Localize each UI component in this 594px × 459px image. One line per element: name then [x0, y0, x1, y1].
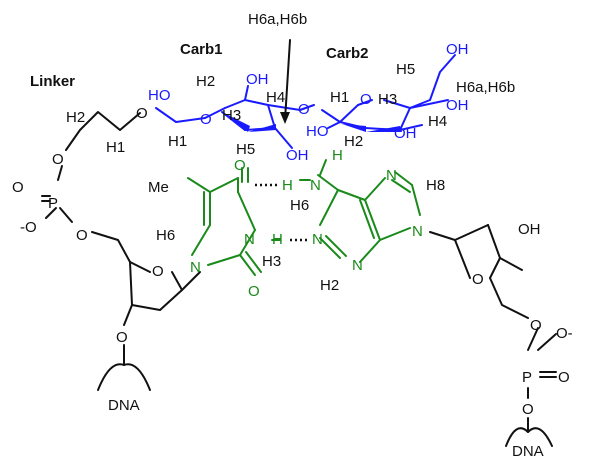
adenine-h8: H8 [426, 177, 445, 194]
phosphate-o-minus: -O [20, 219, 37, 236]
carb2-oh-bottom: OH [394, 125, 417, 142]
phosphate-right-o-ester: O [522, 401, 534, 418]
sugar-right-o5: O [530, 317, 542, 334]
carb2-ho-left: HO [306, 123, 329, 140]
carb1-ho: HO [148, 87, 171, 104]
thymine-o-top: O [234, 157, 246, 174]
h6-top-label: H6a,H6b [248, 11, 307, 28]
carb1-oh-top: OH [246, 71, 269, 88]
phosphate-o-ester: O [76, 227, 88, 244]
carb1-h2: H2 [196, 73, 215, 90]
carb1-h5: H5 [236, 141, 255, 158]
adenine-h2: H2 [320, 277, 339, 294]
dna-right: DNA [512, 443, 544, 459]
carb2-h3: H3 [378, 91, 397, 108]
linker-h2: H2 [66, 109, 85, 126]
carbohydrate-bonds [155, 54, 456, 149]
carb2-h1: H1 [330, 89, 349, 106]
thymine-me: Me [148, 179, 169, 196]
adenine-n1: N [312, 231, 323, 248]
carb2-oh-right: OH [446, 97, 469, 114]
carb1-label: Carb1 [180, 41, 223, 58]
h6-arrow [284, 39, 291, 121]
linker-o: O [136, 105, 148, 122]
thymine-n1: N [190, 259, 201, 276]
phosphate-p: P [48, 195, 58, 212]
glycosidic-o: O [298, 101, 310, 118]
thymine-n3: N [244, 231, 255, 248]
backbone-bonds [41, 111, 557, 447]
sugar-left-o: O [152, 263, 164, 280]
adenine-n3: N [352, 257, 363, 274]
base-pair-bonds [187, 159, 421, 276]
thymine-h3: H3 [262, 253, 281, 270]
carb1-h1: H1 [168, 133, 187, 150]
labels: Linker Carb1 Carb2 H6a,H6b H6a,H6b H2 H1… [12, 11, 573, 459]
dna-left: DNA [108, 397, 140, 414]
carb1-h4: H4 [266, 89, 285, 106]
sugar-right-oh: OH [518, 221, 541, 238]
sugar-right-o: O [472, 271, 484, 288]
adenine-n7: N [386, 167, 397, 184]
sugar-left-o3: O [116, 329, 128, 346]
adenine-h-bond: H [282, 177, 293, 194]
linker-label: Linker [30, 73, 75, 90]
carb1-o-ring: O [200, 111, 212, 128]
carb2-h2: H2 [344, 133, 363, 150]
carb2-o-ring: O [360, 91, 372, 108]
h6-right-label: H6a,H6b [456, 79, 515, 96]
carb2-h4: H4 [428, 113, 447, 130]
adenine-n9: N [412, 223, 423, 240]
thymine-h6: H6 [156, 227, 175, 244]
carb1-oh-bottom: OH [286, 147, 309, 164]
phosphate-o-double: O [12, 179, 24, 196]
adenine-n-amine: N [310, 177, 321, 194]
adenine-h6: H6 [290, 197, 309, 214]
carb2-h5: H5 [396, 61, 415, 78]
phosphate-right-o-minus: O- [556, 325, 573, 342]
carb2-label: Carb2 [326, 45, 369, 62]
carb2-oh-top: OH [446, 41, 469, 58]
linker-h1: H1 [106, 139, 125, 156]
linker-o2: O [52, 151, 64, 168]
thymine-h-n3: H [272, 231, 283, 248]
adenine-h-amine: H [332, 147, 343, 164]
thymine-o-bottom: O [248, 283, 260, 300]
phosphate-right-o-double: O [558, 369, 570, 386]
phosphate-right-p: P [522, 369, 532, 386]
carb1-h3: H3 [222, 107, 241, 124]
